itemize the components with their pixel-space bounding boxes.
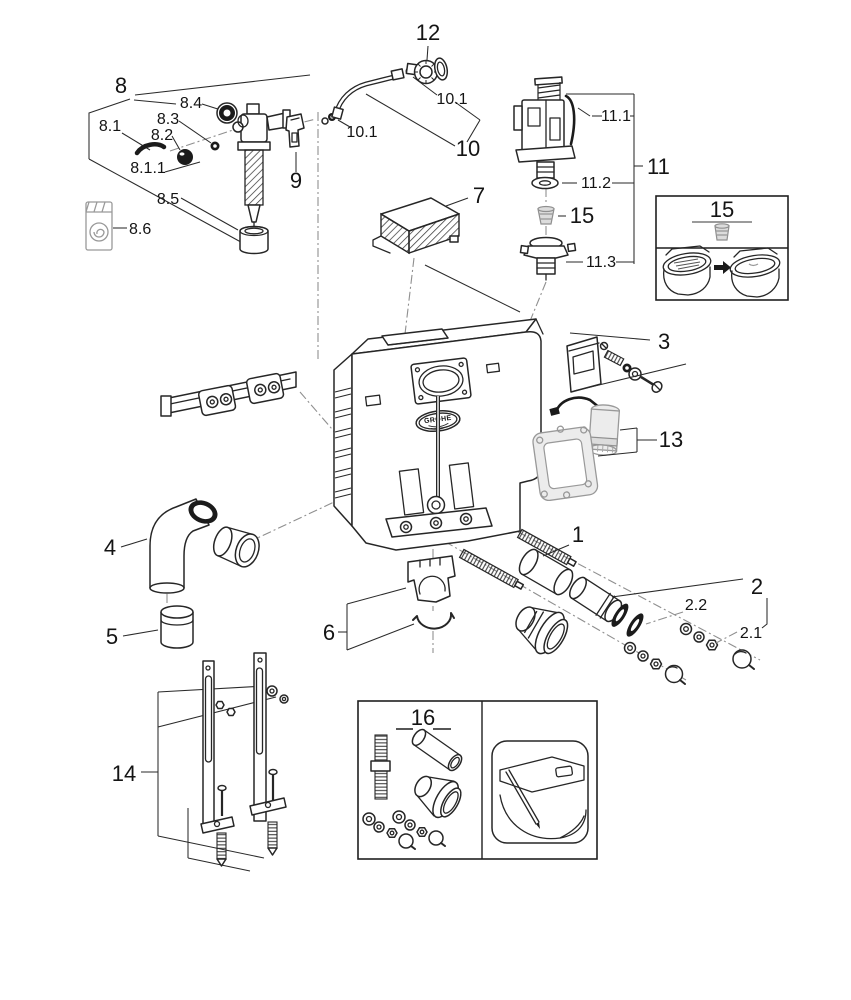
protection-cover	[372, 197, 521, 313]
part-label-10-1a: 10.1	[436, 91, 467, 108]
mounting-rail	[160, 371, 297, 417]
part-label-2: 2	[751, 574, 763, 599]
wall-clip	[285, 113, 305, 172]
filling-valve-assembly	[85, 74, 311, 255]
part-label-8-5: 8.5	[157, 191, 179, 208]
part-label-5: 5	[106, 624, 118, 649]
part-label-9: 9	[290, 168, 302, 193]
part-label-2-1: 2.1	[740, 625, 762, 642]
angle-valve	[405, 45, 449, 85]
part-label-1: 1	[572, 522, 584, 547]
box15-title: 15	[710, 197, 734, 222]
part-label-11-1: 11.1	[601, 108, 631, 125]
supply-pipe-group	[321, 45, 481, 147]
part-label-10-1b: 10.1	[346, 124, 377, 141]
flush-valve-assembly	[513, 76, 643, 281]
part-label-11-2: 11.2	[581, 175, 611, 192]
seal-grease-sachet	[85, 201, 127, 251]
part-label-8-1: 8.1	[99, 118, 121, 135]
bracket-fixing-set	[566, 332, 687, 393]
part-label-11-3: 11.3	[586, 254, 616, 271]
cistern-tank: GROHE	[333, 318, 544, 551]
fresh-canister	[587, 404, 621, 456]
toilet-before-icon	[662, 245, 712, 296]
installation-detail-icon	[491, 740, 589, 844]
part-label-11: 11	[647, 154, 670, 179]
part-label-2-2: 2.2	[685, 597, 707, 614]
fresh-insert-holder-group	[532, 396, 657, 502]
part-label-14: 14	[112, 761, 136, 786]
mounting-frame-group	[141, 652, 289, 872]
fixing-set-info-box	[357, 700, 598, 860]
toilet-after-icon	[729, 247, 781, 298]
gasket-frame	[532, 425, 599, 502]
part-label-8-2: 8.2	[151, 127, 173, 144]
fresh-insert-cone	[537, 205, 555, 225]
part-label-8-6: 8.6	[129, 221, 151, 238]
fresh-insert-cone-icon	[714, 223, 730, 241]
part-label-8-3: 8.3	[157, 111, 179, 128]
part-label-8-1-1: 8.1.1	[130, 160, 166, 177]
stud-and-flushpipe-group	[458, 528, 768, 685]
part-label-6: 6	[323, 620, 335, 645]
part-label-4: 4	[104, 535, 116, 560]
part-label-3: 3	[658, 329, 670, 354]
arrow-icon	[714, 261, 731, 274]
part-label-8: 8	[115, 73, 127, 98]
part-label-12: 12	[416, 20, 440, 45]
fresh-insert-info-box	[655, 195, 789, 301]
part-label-7: 7	[473, 183, 485, 208]
part-labels: 8 8.4 8.1 8.3 8.2 8.1.1 8.5 8.6 9 12 10.…	[99, 20, 763, 786]
part-label-8-4: 8.4	[180, 95, 202, 112]
fixing-washers-nuts-caps	[623, 622, 755, 685]
pipe-clamp-group	[338, 555, 456, 651]
part-label-15-callout: 15	[570, 203, 594, 228]
box16-title: 16	[411, 705, 435, 730]
flush-bend-group	[120, 498, 260, 649]
part-label-13: 13	[659, 427, 683, 452]
part-label-10: 10	[456, 136, 480, 161]
